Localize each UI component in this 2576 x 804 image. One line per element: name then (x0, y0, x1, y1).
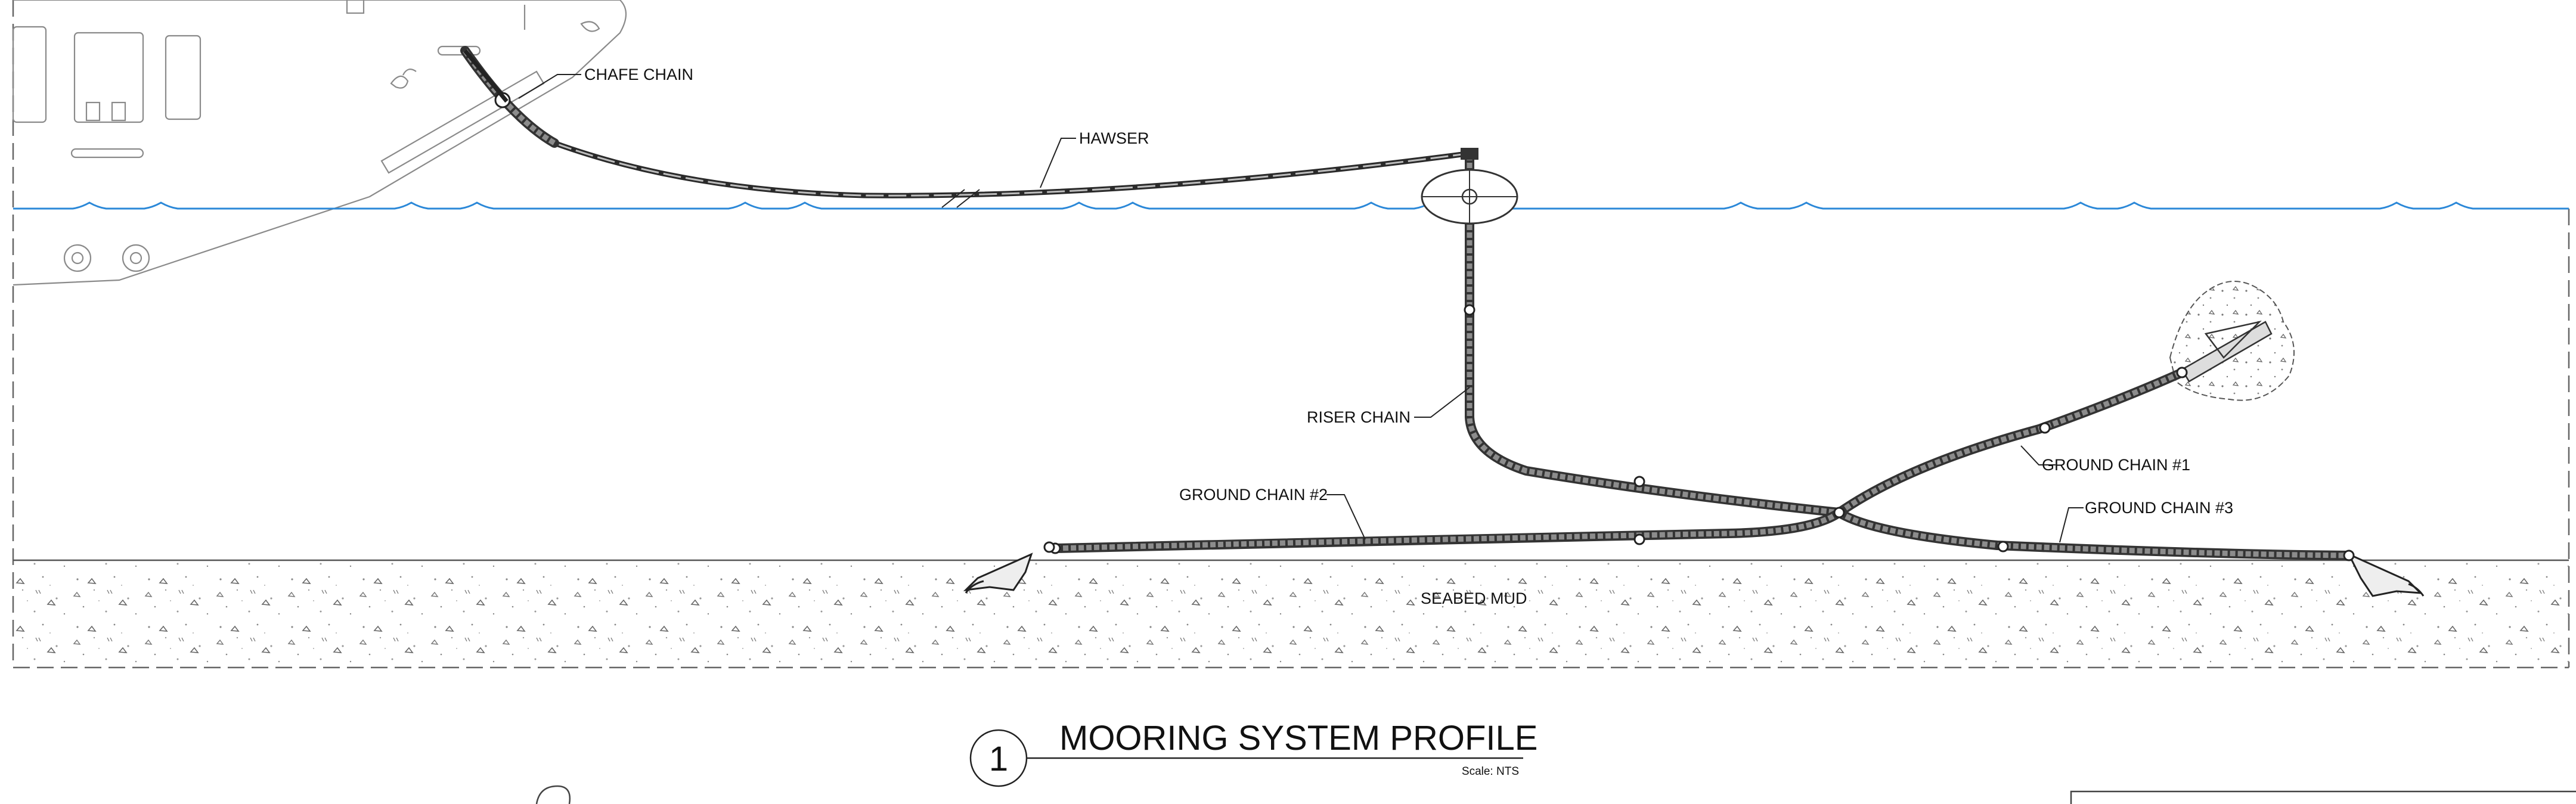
anchor-right (2346, 552, 2425, 597)
scale-note: Scale: NTS (1462, 765, 1519, 778)
chafe-chain-label: CHAFE CHAIN (584, 66, 693, 83)
riser-chain (1467, 155, 1840, 516)
ground-chain-1-label: GROUND CHAIN #1 (2042, 456, 2190, 474)
drawing-title: MOORING SYSTEM PROFILE (1059, 719, 1537, 758)
hawser-label: HAWSER (1079, 129, 1149, 147)
ground-chain-2-label: GROUND CHAIN #2 (1179, 486, 1328, 504)
shackle (1633, 533, 1645, 545)
title-block: 1 MOORING SYSTEM PROFILE Scale: NTS (969, 719, 1537, 787)
shackle (1043, 541, 1055, 553)
chains (460, 46, 2355, 561)
ground-chain-3-label: GROUND CHAIN #3 (2085, 499, 2233, 517)
ground-chain-3 (1837, 510, 2349, 558)
shackle (2176, 367, 2188, 378)
label-ground-chain-1: GROUND CHAIN #1 (2020, 445, 2190, 474)
ground-chain-1 (1837, 370, 2183, 515)
label-hawser: HAWSER (1040, 129, 1149, 188)
vessel (12, 0, 627, 286)
label-ground-chain-2: GROUND CHAIN #2 (1179, 486, 1366, 540)
seabed (13, 559, 2569, 668)
seabed-mud-label: SEABED MUD (1421, 589, 1527, 607)
water-surface (13, 201, 2569, 210)
partial-bottom-symbol (535, 785, 571, 804)
label-chafe-chain: CHAFE CHAIN (518, 66, 693, 99)
shackle (2039, 422, 2051, 434)
ground-chain-2 (1055, 510, 1841, 551)
shackle (2343, 550, 2355, 561)
anchor-left (963, 552, 1033, 594)
mooring-buoy (1421, 148, 1518, 225)
label-ground-chain-3: GROUND CHAIN #3 (2059, 499, 2233, 543)
shackle (1464, 304, 1475, 316)
shackle (1833, 507, 1845, 519)
label-riser-chain: RISER CHAIN (1307, 387, 1470, 426)
detail-number: 1 (989, 740, 1008, 778)
ground-chain-1-outline (1834, 368, 2187, 517)
riser-chain-label: RISER CHAIN (1307, 408, 1411, 426)
rock-anchor-pile (2169, 281, 2295, 401)
shackle (1997, 541, 2009, 552)
fairlead (463, 49, 511, 108)
hawser-line (553, 140, 1467, 208)
shackle (1633, 476, 1645, 488)
partial-title-border (2070, 790, 2576, 804)
